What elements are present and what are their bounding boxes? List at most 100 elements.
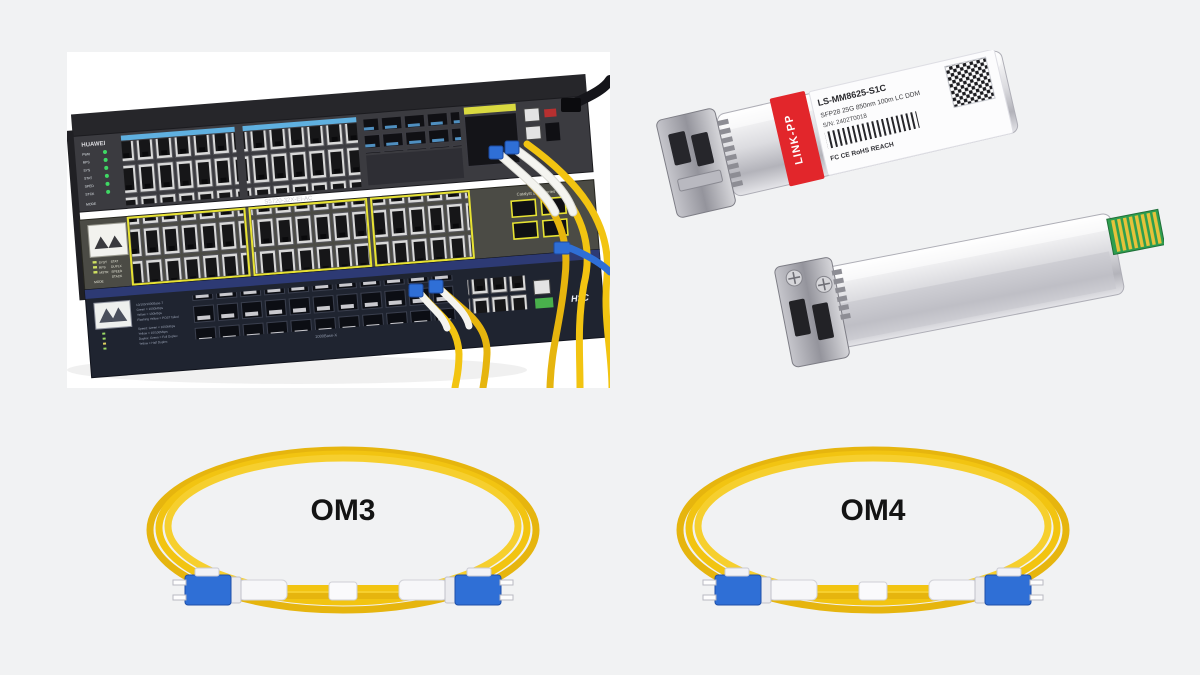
huawei-switch: HUAWEI PWR RPS SYS STAT SPED STCK MODE bbox=[67, 74, 594, 301]
center-clip bbox=[328, 581, 358, 601]
ferrule bbox=[172, 579, 187, 586]
uplink-sfp-port bbox=[511, 220, 539, 240]
led-label: RPS bbox=[99, 265, 106, 270]
cisco-systems-logo bbox=[87, 222, 129, 258]
port-number-strip bbox=[242, 117, 357, 132]
gold-fingers bbox=[1109, 211, 1163, 253]
rj45-port-block bbox=[467, 275, 528, 314]
fiber-cabling bbox=[408, 75, 610, 388]
led-label: SYS bbox=[83, 168, 91, 173]
h3c-blue-trim bbox=[84, 249, 600, 299]
qr-code-icon bbox=[944, 56, 996, 109]
sfp-module-rear bbox=[774, 208, 1164, 368]
led-sys bbox=[104, 165, 109, 170]
led-pwr bbox=[103, 149, 108, 154]
led-stck bbox=[106, 189, 111, 194]
legend-line: Yellow = Half Duplex bbox=[139, 340, 168, 346]
led bbox=[92, 260, 97, 264]
led-label: PWR bbox=[82, 152, 91, 157]
boot bbox=[398, 579, 448, 601]
led-label: MSTR bbox=[99, 270, 109, 275]
h3c-led-panel bbox=[102, 332, 107, 350]
led-sped bbox=[105, 181, 110, 186]
lc-duplex-connector-left bbox=[172, 567, 288, 606]
huawei-switch-top-face bbox=[70, 74, 588, 137]
huawei-led-panel: PWR RPS SYS STAT SPED STCK MODE bbox=[82, 149, 111, 207]
led-stat bbox=[104, 173, 109, 178]
rj45-port-block bbox=[121, 132, 240, 206]
power-plug bbox=[561, 98, 581, 112]
lc-port-hole bbox=[691, 132, 715, 167]
lc-duplex-connector-right bbox=[928, 567, 1044, 606]
duplex-cable-white bbox=[511, 145, 577, 216]
rj45-port-block bbox=[372, 192, 473, 264]
transceiver-photo: LINK-PP LS-MM8625-S1C SFP28 25G 850nm 10… bbox=[642, 50, 1164, 400]
ferrule bbox=[702, 579, 717, 586]
bail-latch bbox=[677, 169, 723, 192]
sfp-port-block bbox=[363, 112, 462, 154]
led bbox=[93, 270, 98, 274]
om3-cable-illustration: OM3 bbox=[146, 446, 540, 614]
lc-duplex-connector-left bbox=[702, 567, 818, 606]
lc-body bbox=[184, 574, 232, 606]
mode-button-label: MODE bbox=[86, 202, 97, 207]
led-label: SYST bbox=[99, 260, 108, 265]
cisco-logo-emblem bbox=[94, 235, 123, 250]
huawei-model-text: S5720-32X-EI-AC bbox=[264, 196, 313, 206]
lc-body bbox=[984, 574, 1032, 606]
legend-line: Yellow = 100Mbps bbox=[137, 311, 163, 317]
rj45-port-block bbox=[242, 123, 362, 196]
latch-trigger bbox=[466, 567, 492, 577]
emi-serrations bbox=[831, 268, 851, 320]
ferrule bbox=[1029, 579, 1044, 586]
led-label: STAT bbox=[84, 176, 92, 181]
latch-trigger bbox=[996, 567, 1022, 577]
led-label: SPEED bbox=[111, 269, 123, 274]
uplink-label-strip bbox=[463, 103, 517, 115]
uplink-sfp-port bbox=[510, 198, 538, 219]
led bbox=[92, 265, 98, 269]
lc-connector bbox=[504, 140, 520, 155]
console-port bbox=[532, 278, 552, 296]
lc-body bbox=[454, 574, 502, 606]
sfp-cage-rows bbox=[191, 274, 459, 340]
port-number-strip bbox=[120, 126, 235, 141]
center-clip bbox=[858, 581, 888, 601]
rack-ear-left bbox=[67, 130, 87, 301]
legend-line: Green = 1000Mbps bbox=[136, 306, 163, 312]
legend-line: Flashing Yellow = POST failed bbox=[137, 315, 179, 322]
rj45-port-block bbox=[250, 200, 370, 274]
ferrule bbox=[499, 594, 514, 601]
huawei-brand: HUAWEI bbox=[81, 141, 106, 149]
duplex-cable-white bbox=[495, 150, 559, 216]
ferrule bbox=[702, 594, 717, 601]
led-label: STCK bbox=[85, 192, 95, 197]
emi-serrations bbox=[717, 118, 744, 188]
om4-cable-figure: OM4 bbox=[663, 438, 1083, 633]
om3-label: OM3 bbox=[310, 494, 375, 527]
led-label: SPED bbox=[85, 184, 95, 189]
boot bbox=[238, 579, 288, 601]
brand-band bbox=[769, 91, 825, 187]
legend-line: Speed: Green = 1000Mbps bbox=[138, 324, 176, 331]
sfp-port-block-lower bbox=[366, 147, 465, 186]
usb-port bbox=[545, 122, 561, 142]
mgmt-port bbox=[523, 107, 541, 123]
latch-trigger bbox=[724, 567, 750, 577]
om4-label: OM4 bbox=[840, 494, 905, 527]
led-label: STAT bbox=[110, 259, 118, 264]
mode-button-label: MODE bbox=[94, 279, 104, 284]
rj45-port-block bbox=[129, 210, 249, 284]
transceiver-illustration: LINK-PP LS-MM8625-S1C SFP28 25G 850nm 10… bbox=[656, 50, 1164, 368]
lc-port-hole bbox=[668, 131, 692, 166]
sfp-row-label: 1000Base-X bbox=[315, 332, 338, 339]
lc-duplex-connector-right bbox=[398, 567, 514, 606]
legend-line: 10/100/1000Base-T bbox=[136, 301, 164, 307]
patch-cable-blue bbox=[566, 244, 610, 276]
lc-connector bbox=[488, 145, 504, 160]
lc-connector bbox=[428, 279, 444, 294]
lc-port-hole bbox=[812, 302, 834, 341]
sfp-body-side bbox=[839, 251, 1117, 342]
h3c-port-legend: 10/100/1000Base-T Green = 1000Mbps Yello… bbox=[136, 301, 179, 346]
h3c-left-label bbox=[93, 299, 133, 330]
